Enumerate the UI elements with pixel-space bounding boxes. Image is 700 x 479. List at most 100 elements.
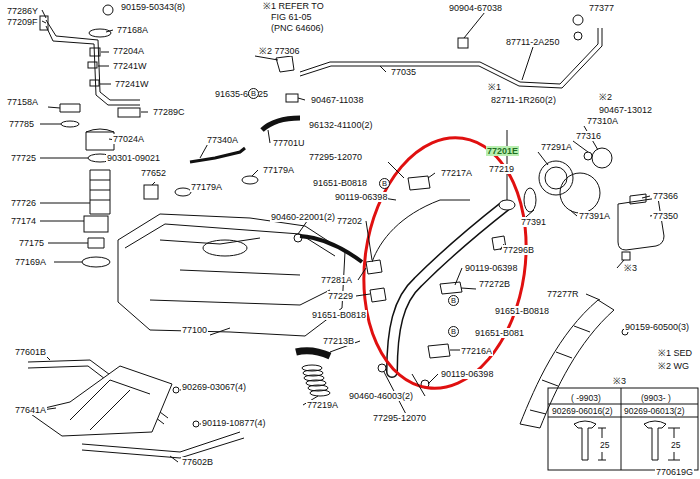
callout-number: 77169A <box>14 257 47 267</box>
callout-number: 77024A <box>112 134 145 144</box>
grommet-part <box>573 15 583 25</box>
note-text: FIG 61-05 <box>270 12 313 22</box>
note-text: ※2 <box>598 92 613 102</box>
part-number: 90301-09021 <box>106 153 161 163</box>
bolt-symbol <box>294 234 302 242</box>
table-frame <box>548 388 698 470</box>
tube-clip <box>40 16 48 30</box>
callout-number: 77216A <box>460 346 493 356</box>
note-text: ※1 SED <box>657 348 693 358</box>
part-number: 90460-46003(2) <box>348 391 414 401</box>
fuel-lid <box>618 198 664 250</box>
filler-hose <box>296 351 330 356</box>
clip-part <box>88 62 97 68</box>
callout-number: 77209F <box>6 17 39 27</box>
filler-neck <box>499 200 515 210</box>
callout-number: 77241W <box>112 61 148 71</box>
clip-symbol <box>574 421 596 460</box>
callout-number: 770619G <box>655 467 694 477</box>
callout-number: 77202 <box>336 216 363 226</box>
brake-line <box>300 28 598 84</box>
tank-bracket <box>28 366 172 436</box>
callout-number: 77213B <box>322 336 355 346</box>
part-number: 96132-41100(2) <box>308 120 373 130</box>
part-number: 82711-1R260(2) <box>490 95 557 105</box>
part-number: 90269-06016(2) <box>551 406 614 416</box>
callout-number: 77652 <box>140 168 167 178</box>
part-number: 90269-06013(2) <box>623 406 686 416</box>
highlight-ellipse <box>348 127 542 399</box>
cap-part <box>592 148 612 168</box>
part-number: 87711-2A250 <box>505 37 560 47</box>
dimension-text: 25 <box>599 440 610 450</box>
part-number: 91635-60625 <box>214 89 269 99</box>
callout-number: 77391 <box>520 217 547 227</box>
tank-detail <box>203 240 247 256</box>
callout-number: 77174 <box>10 216 37 226</box>
callout-number: 77175 <box>18 238 45 248</box>
breather-hose <box>300 236 362 262</box>
part-number: 90119-06398 <box>464 263 518 273</box>
bracket-part <box>408 176 430 190</box>
corrugated-hose <box>302 365 330 396</box>
callout-number: 77601B <box>14 347 47 357</box>
note-text: ※3 <box>623 263 638 273</box>
callout-number: 77229 <box>327 291 354 301</box>
callout-number: 77277R <box>546 289 580 299</box>
bolt-symbol <box>378 364 386 372</box>
callout-number: 77100 <box>181 325 208 335</box>
callout-number: 77272B <box>478 279 511 289</box>
clip-part <box>622 252 630 260</box>
note-text: (PNC 64606) <box>270 23 325 33</box>
callout-number: 77366 <box>652 191 679 201</box>
tank-strap <box>82 432 244 458</box>
note-text: ※3 <box>612 376 627 386</box>
part-number: 91651-B0818 <box>312 178 368 188</box>
table-rule <box>548 388 698 470</box>
part-number: 91651-B081 <box>474 328 525 338</box>
callout-number: 77286Y <box>6 6 39 16</box>
clip-part <box>286 94 298 102</box>
callout-number: 77035 <box>390 67 417 77</box>
grommet-part <box>242 176 258 184</box>
hose-part <box>190 148 245 162</box>
connector-part <box>60 104 80 112</box>
clip-part <box>90 48 100 56</box>
part-number: 90904-67038 <box>448 3 503 13</box>
note-text: ※2 WG <box>657 361 690 371</box>
bolt-mark: B <box>448 326 459 337</box>
callout-number: 77289C <box>152 107 186 117</box>
breather-tube <box>372 200 470 262</box>
callout-number: 77281A <box>320 275 353 285</box>
callout-number: 77158A <box>6 97 39 107</box>
note-text: (9903- ) <box>640 393 672 403</box>
part-number: 77295-12070 <box>372 413 427 423</box>
clip-part <box>458 38 468 48</box>
pad-part <box>144 185 158 199</box>
bolt-symbol <box>193 421 199 427</box>
callout-number: 77725 <box>10 153 37 163</box>
callout-number: 77296B <box>502 245 535 255</box>
note-text: ※1 REFER TO <box>262 1 325 11</box>
brake-line <box>300 28 602 88</box>
callout-number: 77310A <box>586 116 619 126</box>
part-number: 91651-B0818 <box>311 310 367 320</box>
callout-number: 77602B <box>181 457 214 467</box>
hinge-part <box>630 194 646 204</box>
bracket-part <box>370 288 386 302</box>
callout-number: 77291A <box>540 142 573 152</box>
filler-cap <box>539 161 573 195</box>
callout-number: 77701U <box>272 138 306 148</box>
callout-number: 77340A <box>206 135 239 145</box>
ring-part <box>89 29 111 37</box>
bracket-part <box>440 282 462 294</box>
cap-part <box>61 121 79 127</box>
part-number: 90269-03067(4) <box>181 382 247 392</box>
connector-part <box>118 108 140 117</box>
part-number: 77295-12070 <box>308 152 363 162</box>
note-text: ※2 77306 <box>258 46 301 56</box>
callout-number: 77641A <box>14 405 47 415</box>
note-text: ( -9903) <box>570 393 602 403</box>
callout-number: 77217A <box>440 168 473 178</box>
